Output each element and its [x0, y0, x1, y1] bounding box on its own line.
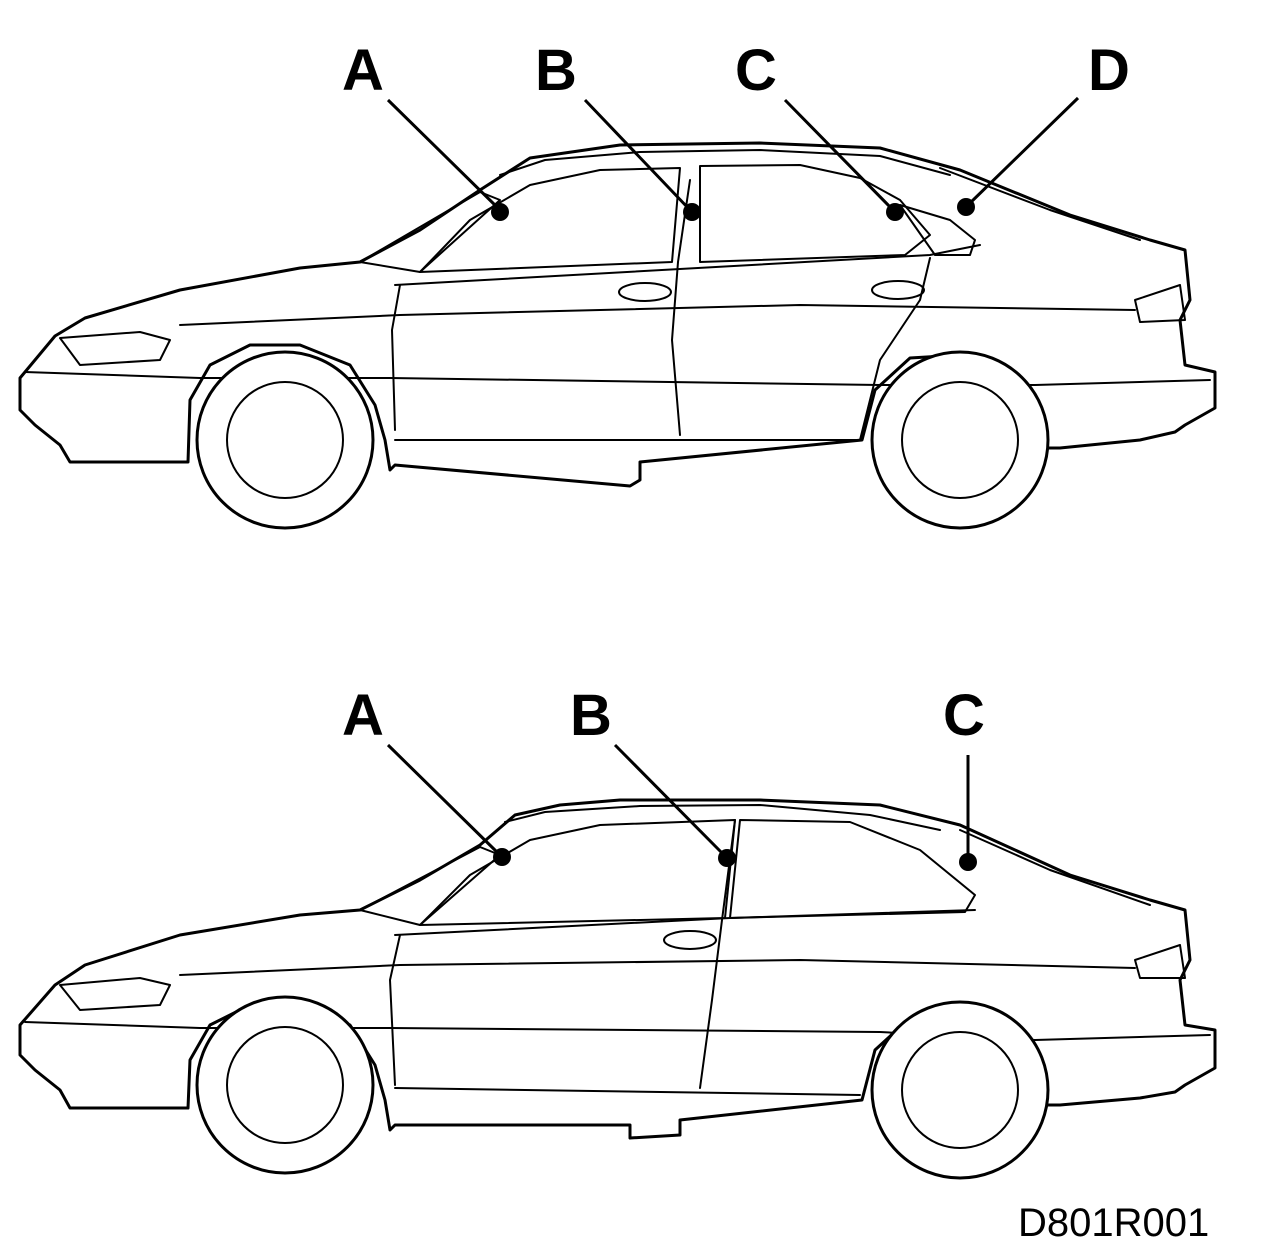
top-car-tail-light	[1134, 284, 1186, 323]
bottom-dot-a	[493, 848, 511, 866]
bottom-car-door-handle	[663, 930, 717, 950]
top-car-five-door: A B C D	[18, 38, 1217, 530]
bottom-car-headlight	[59, 977, 171, 1011]
top-car-lower-trim	[24, 371, 1211, 386]
bottom-leader-a	[386, 743, 502, 857]
bottom-car-lower-trim	[24, 1021, 1211, 1041]
top-car-rear-wheel	[870, 350, 1050, 530]
top-label-a: A	[342, 38, 384, 103]
top-car-roof-rail-2	[939, 167, 1141, 241]
top-dot-b	[683, 203, 701, 221]
figure-code: D801R001	[1018, 1201, 1209, 1245]
bottom-car-belt-line	[394, 909, 976, 936]
top-car-front-window	[419, 167, 681, 273]
top-car-rear-rim	[901, 381, 1019, 499]
bottom-car-side-crease	[179, 959, 1136, 976]
top-car-rear-window	[699, 164, 931, 263]
top-label-c: C	[735, 38, 777, 103]
top-dot-c	[886, 203, 904, 221]
top-car-front-door-line	[391, 284, 401, 431]
top-car-rear-door-line	[859, 257, 931, 441]
top-dot-d	[957, 198, 975, 216]
top-car-windshield	[359, 191, 501, 273]
top-car-b-pillar-line	[671, 179, 691, 436]
bottom-car-sill	[394, 1087, 861, 1096]
bottom-car-rear-wheel	[870, 1000, 1050, 1180]
bottom-leader-b	[613, 743, 727, 858]
bottom-label-c: C	[943, 683, 985, 748]
bottom-car-tail-light	[1134, 944, 1186, 979]
top-car-front-rim	[226, 381, 344, 499]
top-car-side-crease	[179, 304, 1136, 326]
bottom-dot-b	[718, 849, 736, 867]
bottom-label-a: A	[342, 683, 384, 748]
top-label-b: B	[535, 38, 577, 103]
bottom-car-roof-rail	[504, 804, 941, 831]
top-label-d: D	[1088, 38, 1130, 103]
top-leader-c	[783, 98, 895, 212]
top-car-belt-line	[394, 244, 981, 286]
bottom-car-three-door: A B C	[18, 683, 1217, 1180]
top-leader-b	[583, 98, 692, 212]
bottom-car-front-wheel	[195, 995, 375, 1175]
top-car-headlight	[59, 331, 171, 366]
top-car-front-wheel	[195, 350, 375, 530]
top-leader-a	[386, 98, 502, 212]
bottom-car-front-rim	[226, 1026, 344, 1144]
bottom-car-door-rear-line	[699, 819, 736, 1089]
top-car-roof-rail	[499, 149, 951, 176]
bottom-label-b: B	[570, 683, 612, 748]
top-car-rear-door-handle	[871, 280, 925, 300]
top-car-front-door-handle	[618, 282, 672, 302]
top-dot-a	[491, 203, 509, 221]
bottom-car-rear-rim	[901, 1031, 1019, 1149]
bottom-dot-c	[959, 853, 977, 871]
bottom-car-roof-rail-2	[959, 829, 1151, 906]
top-leader-d	[966, 96, 1080, 207]
bottom-car-door-front-line	[389, 934, 401, 1086]
